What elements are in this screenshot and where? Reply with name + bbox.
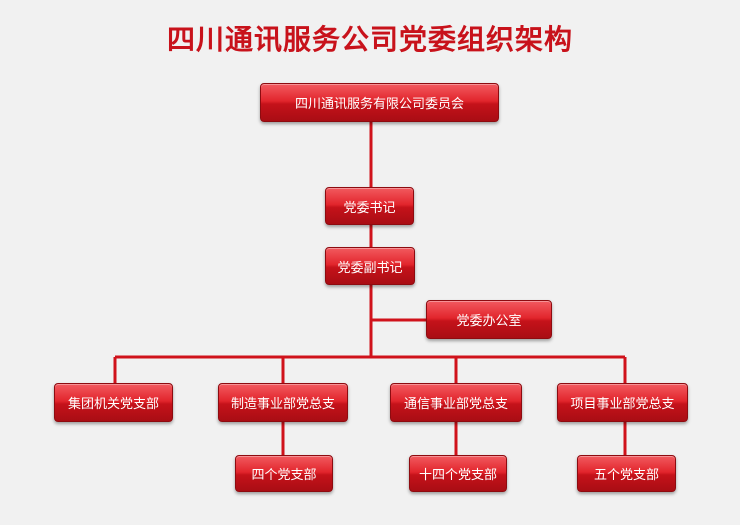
page-title: 四川通讯服务公司党委组织架构: [166, 23, 573, 56]
node-project-sub-branches[interactable]: 五个党支部: [577, 455, 676, 492]
node-secretary[interactable]: 党委书记: [325, 187, 414, 225]
node-deputy-secretary[interactable]: 党委副书记: [325, 247, 415, 285]
node-office[interactable]: 党委办公室: [426, 300, 552, 339]
node-manufacturing-sub-branches[interactable]: 四个党支部: [235, 455, 333, 492]
node-project-general-branch[interactable]: 项目事业部党总支: [557, 383, 688, 422]
node-committee[interactable]: 四川通讯服务有限公司委员会: [260, 83, 499, 122]
node-communication-sub-branches[interactable]: 十四个党支部: [409, 455, 507, 492]
node-manufacturing-general-branch[interactable]: 制造事业部党总支: [218, 383, 348, 422]
node-org-branch[interactable]: 集团机关党支部: [54, 383, 173, 422]
node-communication-general-branch[interactable]: 通信事业部党总支: [390, 383, 522, 422]
